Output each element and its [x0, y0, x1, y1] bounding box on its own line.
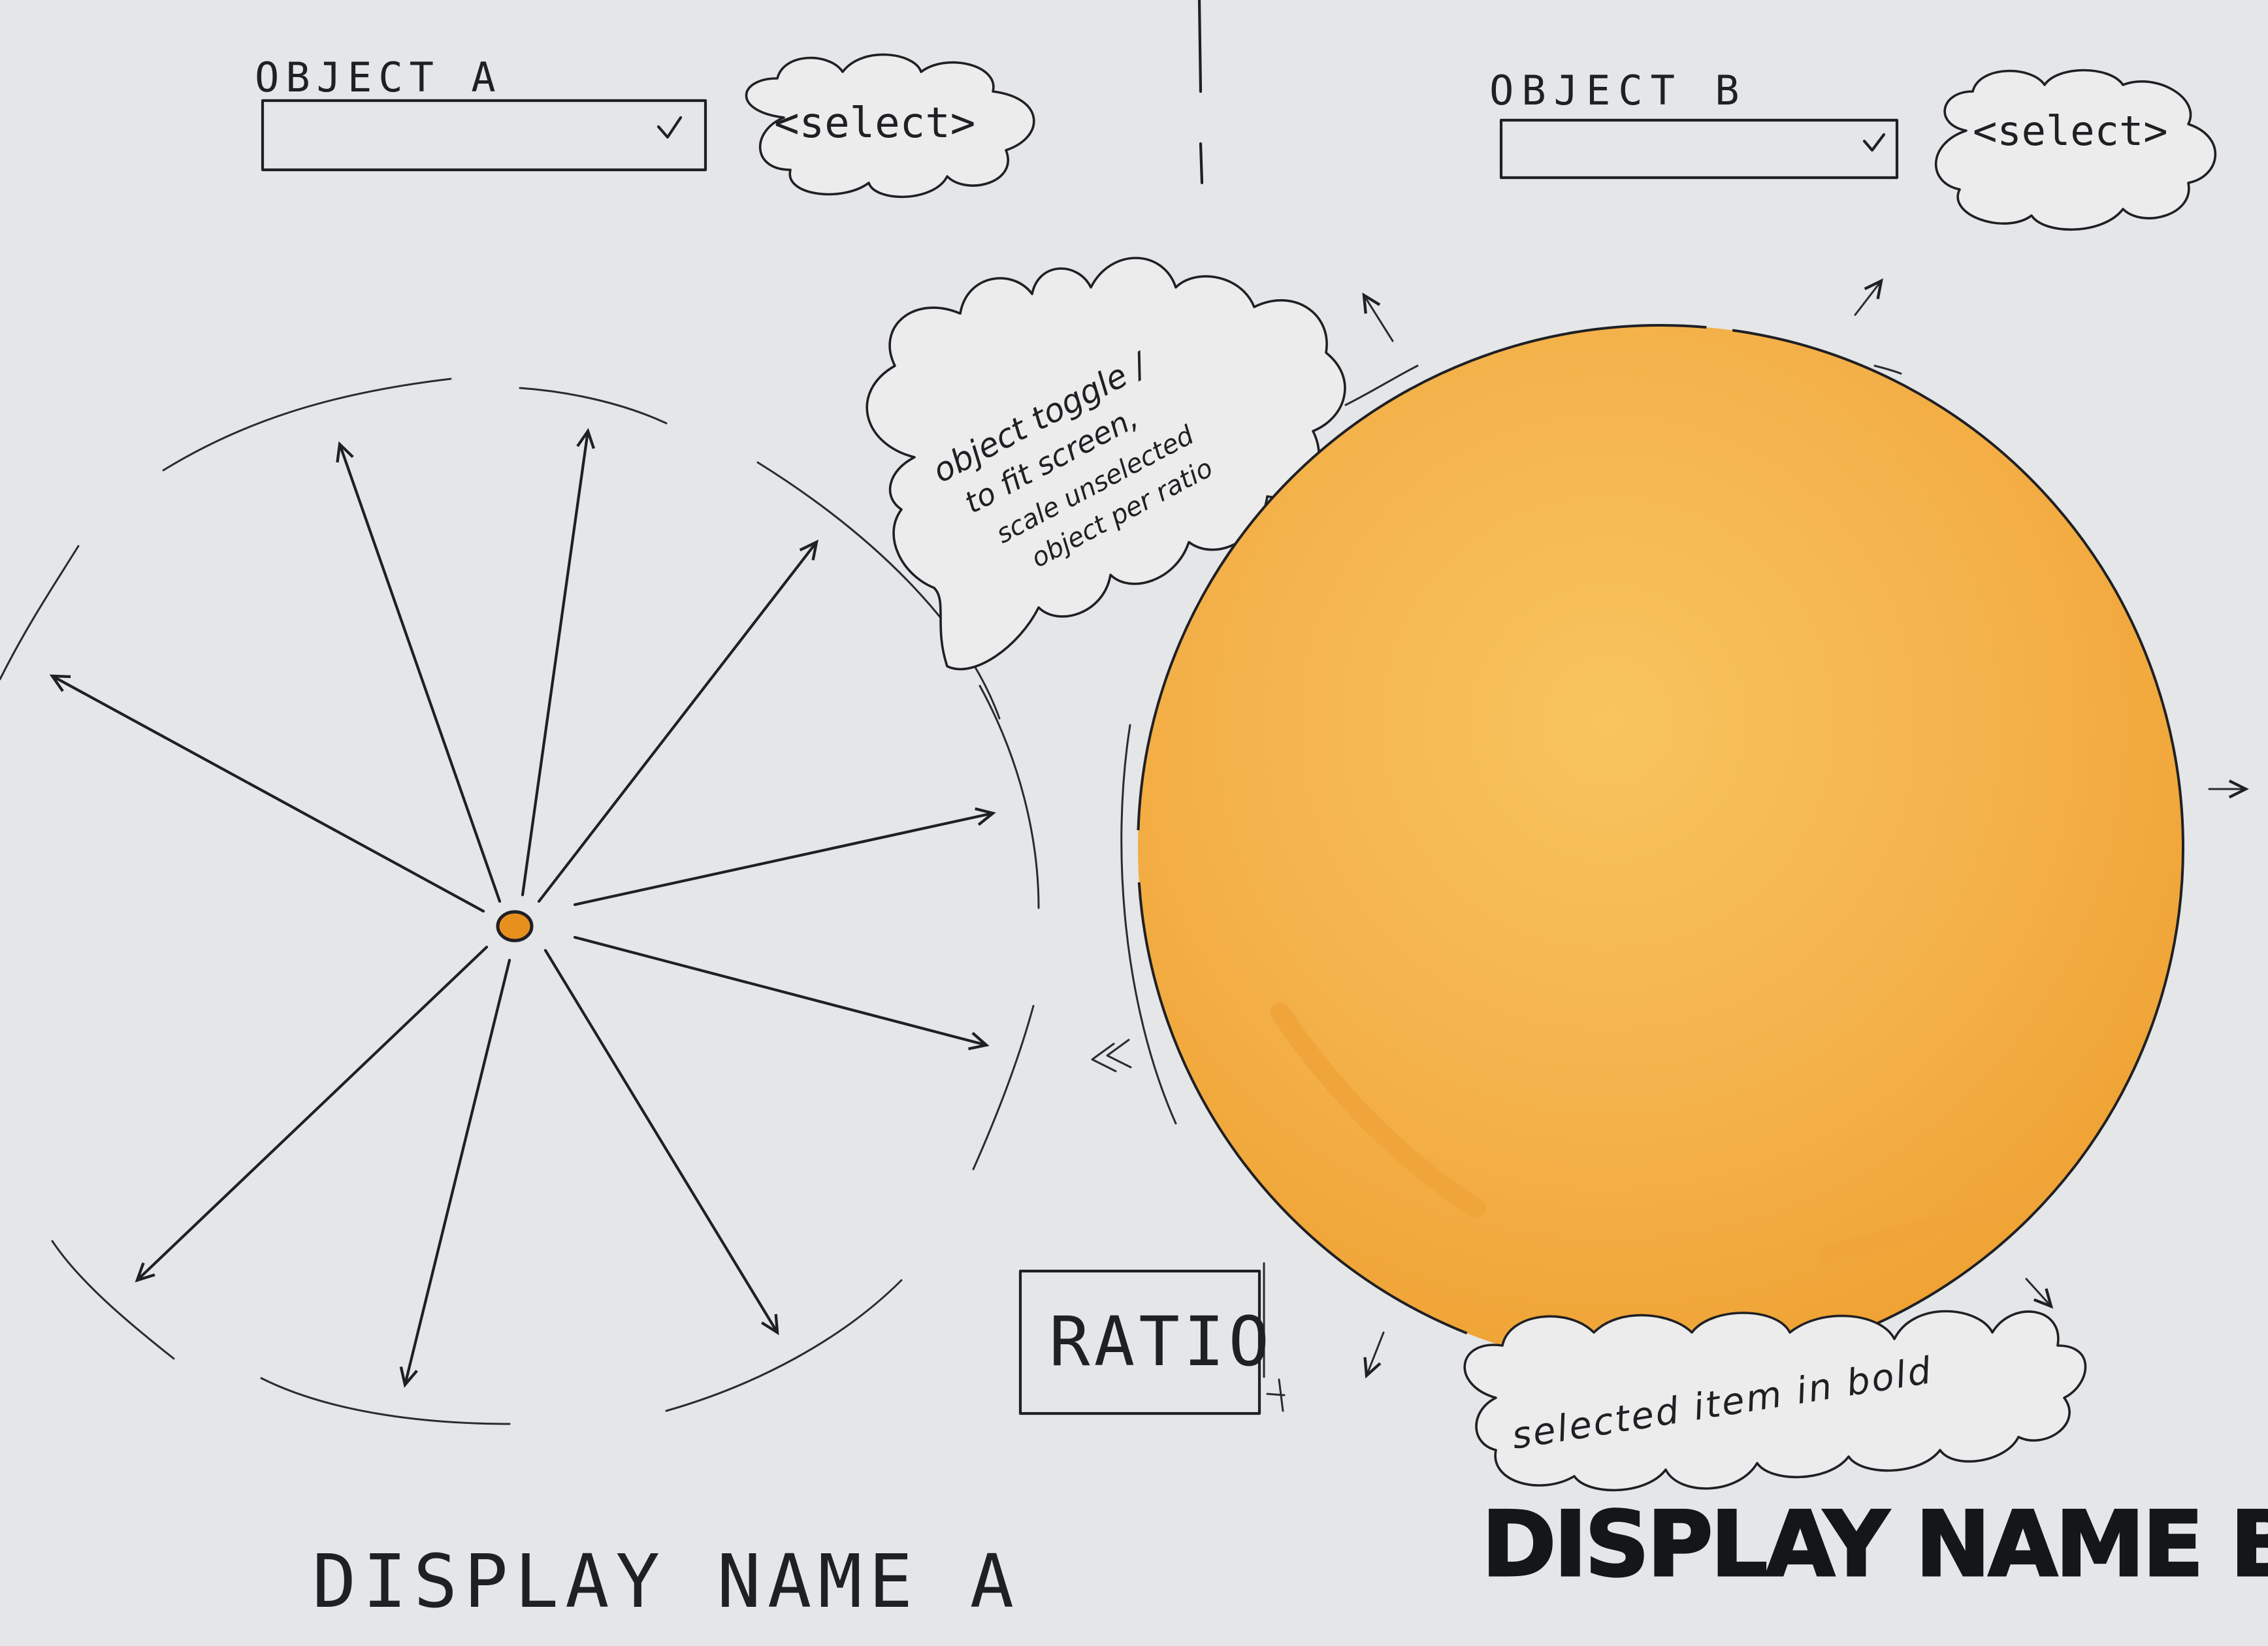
double-chevron-left-icon[interactable] — [1091, 1039, 1132, 1073]
scale-arc — [1344, 364, 1419, 406]
scale-arc — [260, 1377, 511, 1425]
expand-arrow-icon — [135, 945, 489, 1283]
scale-arc — [162, 378, 452, 472]
selected-note: selected item in bold — [1463, 1310, 2087, 1492]
scale-arc — [1873, 364, 1902, 375]
object-b-body[interactable] — [1138, 325, 2183, 1370]
expand-arrow-icon — [49, 674, 485, 913]
ratio-button[interactable]: RATIO — [1018, 1262, 1286, 1415]
expand-arrow-icon — [399, 958, 511, 1388]
expand-arrow-icon — [543, 948, 779, 1336]
expand-arrow-icon — [1362, 292, 1394, 342]
expand-arrow-icon — [336, 441, 502, 903]
expand-arrow-icon — [573, 807, 996, 907]
scale-arc — [51, 1240, 175, 1360]
scale-arc — [665, 1279, 903, 1412]
toggle-note: object toggle / to fit screen, scale uns… — [866, 257, 1346, 671]
scale-arc — [519, 387, 668, 425]
object-a-view — [0, 378, 1040, 1425]
scale-arc — [972, 1005, 1035, 1170]
object-b-select-text: <select> — [1973, 107, 2168, 155]
expand-arrow-icon — [1363, 1331, 1385, 1379]
expand-arrow-icon — [1854, 278, 1883, 316]
panel-divider — [1197, 0, 1204, 185]
expand-arrow-icon — [573, 935, 990, 1050]
object-a-body[interactable] — [496, 910, 534, 943]
object-b-select-note: <select> — [1934, 69, 2217, 231]
expand-arrow-icon — [2025, 1278, 2054, 1309]
scale-arc — [979, 685, 1040, 909]
scale-arc — [756, 461, 1001, 720]
object-a-label: OBJECT A — [255, 54, 502, 101]
object-a-control: OBJECT A <select> — [255, 53, 1035, 199]
scale-arc — [0, 545, 80, 681]
expand-arrow-icon — [521, 428, 596, 897]
object-b-edge-arrows — [1362, 278, 2249, 1379]
display-name-a: DISPLAY NAME A — [312, 1540, 1020, 1624]
object-b-label: OBJECT B — [1489, 67, 1747, 114]
object-a-select-text: <select> — [774, 99, 975, 148]
scale-arc — [1120, 724, 1177, 1125]
object-b-view — [1091, 278, 2249, 1379]
object-a-dropdown[interactable] — [261, 99, 707, 172]
object-b-control: OBJECT B <select> — [1489, 67, 2217, 231]
object-b-color-overflow — [1271, 1003, 2048, 1264]
object-a-select-note: <select> — [745, 53, 1035, 199]
expand-arrows — [49, 428, 996, 1388]
chevron-down-icon[interactable] — [656, 116, 683, 139]
object-b-dropdown[interactable] — [1499, 118, 1899, 180]
display-name-b: DISPLAY NAME B — [1482, 1492, 2268, 1597]
expand-arrow-icon — [537, 540, 818, 903]
ratio-button-label: RATIO — [1049, 1302, 1273, 1381]
chevron-down-icon[interactable] — [1862, 133, 1886, 152]
